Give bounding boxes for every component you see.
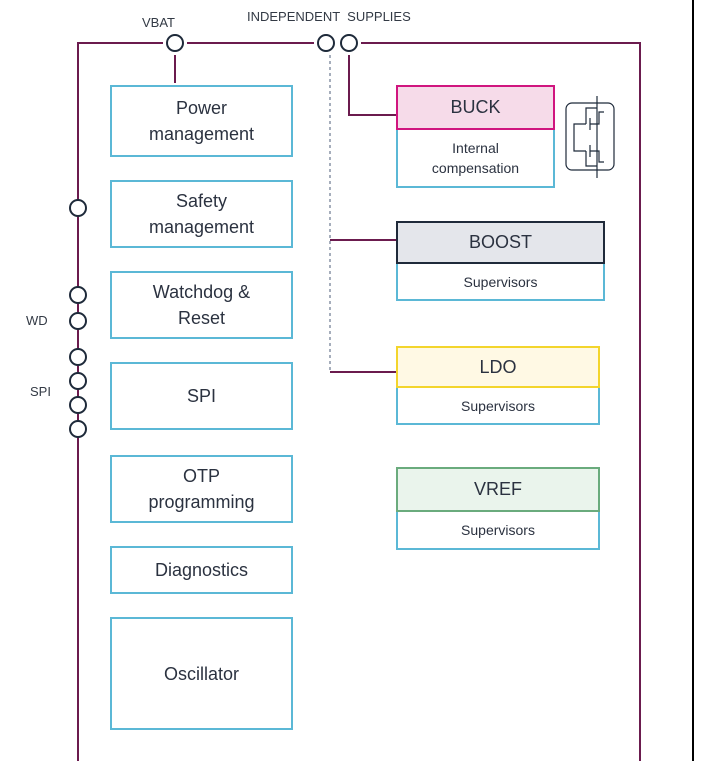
supply-pin-1-circle [317, 34, 335, 52]
spi-block: SPI [110, 362, 293, 430]
spi-pin-3-circle [69, 396, 87, 414]
boost-title: BOOST [468, 232, 532, 252]
buck-title: BUCK [450, 97, 501, 117]
spi-label: SPI [186, 386, 216, 406]
ldo-header: LDO [396, 346, 600, 388]
power-management-label: Power management [148, 98, 255, 144]
buck-wire [348, 55, 396, 116]
vbat-label: VBAT [142, 15, 175, 30]
vref-header: VREF [396, 467, 600, 512]
spi-pin-label: SPI [30, 384, 51, 399]
safety-management-block: Safety management [110, 180, 293, 248]
independent-supplies-label: INDEPENDENT SUPPLIES [247, 9, 411, 24]
watchdog-reset-label: Watchdog & Reset [152, 282, 251, 328]
mosfet-symbol-icon [565, 96, 615, 178]
safety-pin-circle [69, 199, 87, 217]
otp-programming-label: OTP programming [148, 466, 255, 512]
wd-label: WD [26, 313, 48, 328]
watchdog-reset-block: Watchdog & Reset [110, 271, 293, 339]
watchdog-pin-circle [69, 286, 87, 304]
spi-pin-1-circle [69, 348, 87, 366]
oscillator-block: Oscillator [110, 617, 293, 730]
power-management-block: Power management [110, 85, 293, 157]
boost-header: BOOST [396, 221, 605, 264]
diagnostics-label: Diagnostics [154, 560, 249, 580]
ldo-title: LDO [479, 356, 517, 377]
vref-body: Supervisors [396, 512, 600, 550]
buck-subtitle: Internal compensation [431, 140, 520, 176]
ldo-body: Supervisors [396, 388, 600, 425]
spi-pin-2-circle [69, 372, 87, 390]
buck-body: Internal compensation [396, 130, 555, 188]
page-edge-bar [692, 0, 694, 761]
buck-header: BUCK [396, 85, 555, 130]
spi-pin-4-circle [69, 420, 87, 438]
otp-programming-block: OTP programming [110, 455, 293, 523]
boost-body: Supervisors [396, 264, 605, 301]
vbat-pin-circle [166, 34, 184, 52]
chip-outline [77, 42, 641, 761]
safety-management-label: Safety management [148, 191, 255, 237]
supply-pin-2-circle [340, 34, 358, 52]
oscillator-label: Oscillator [163, 663, 239, 684]
wd-pin-circle [69, 312, 87, 330]
diagnostics-block: Diagnostics [110, 546, 293, 594]
vref-title: VREF [473, 479, 522, 499]
ldo-subtitle: Supervisors [461, 397, 535, 414]
boost-subtitle: Supervisors [463, 273, 538, 290]
vref-subtitle: Supervisors [461, 522, 535, 538]
